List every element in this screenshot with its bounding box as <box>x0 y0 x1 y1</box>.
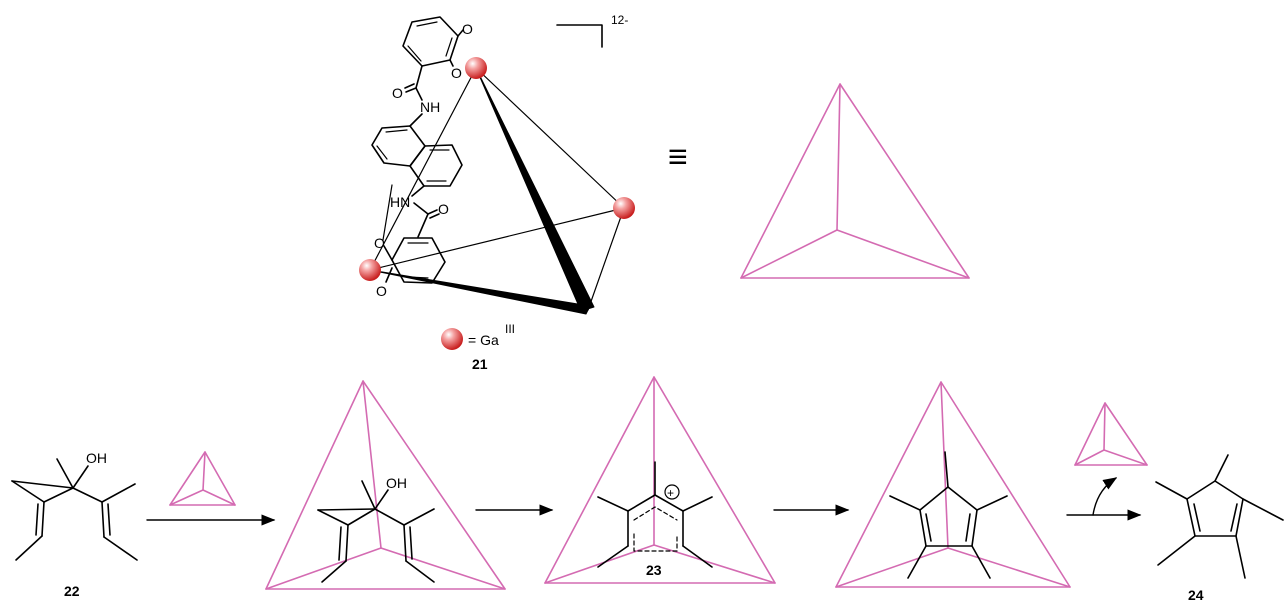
gallium-sphere-left <box>359 259 381 281</box>
oxygen-label-ring: O <box>451 65 462 81</box>
gallium-legend-sphere <box>441 328 463 350</box>
gallium-legend-text: = Ga <box>468 332 499 348</box>
positive-charge-symbol: + <box>667 486 674 500</box>
naphthalene-ring-2 <box>409 144 463 187</box>
catalyst-tetrahedron-small-1 <box>169 451 236 506</box>
compound-label-24: 24 <box>1188 587 1204 603</box>
equivalence-symbol: ≡ <box>668 138 688 176</box>
carbonyl-oxygen-bottom: O <box>438 201 449 217</box>
amide-nh-top: NH <box>420 99 440 115</box>
gallium-oxidation-state: III <box>505 322 515 336</box>
top-aryl-ring <box>402 16 459 67</box>
host-complex: O O O NH HN O O O <box>359 13 635 372</box>
catalyst-tetrahedron-small-2 <box>1074 402 1148 466</box>
oxygen-label-left-2: O <box>376 283 387 299</box>
tetrahedron-schematic <box>740 83 970 279</box>
complex-charge: 12- <box>611 13 628 27</box>
compound-label-22: 22 <box>64 583 80 599</box>
cation-intermediate-23: + 23 <box>544 376 776 584</box>
compound-label-21: 21 <box>472 356 488 372</box>
gallium-sphere-right <box>613 197 635 219</box>
front-edge-wedge-1 <box>475 67 595 312</box>
oxygen-label-top: O <box>462 21 473 37</box>
cyclopentadiene-ring <box>1186 480 1244 537</box>
carbonyl-oxygen-top: O <box>392 85 403 101</box>
catalyst-release-arrow <box>1092 477 1118 516</box>
oxygen-label-left-1: O <box>374 235 385 251</box>
charge-bracket <box>556 24 603 48</box>
substrate-22: OH 22 <box>11 450 138 599</box>
positive-charge-circle <box>664 484 680 500</box>
product-24: 24 <box>1155 454 1284 603</box>
front-edge-wedge-2 <box>369 269 591 315</box>
encapsulated-substrate: OH <box>265 380 506 590</box>
delocalized-cation-path <box>633 533 678 552</box>
hydroxyl-label: OH <box>86 450 107 466</box>
naphthalene-ring-1 <box>371 125 426 167</box>
hydroxyl-label-encapsulated: OH <box>386 475 407 491</box>
compound-label-23: 23 <box>646 562 662 578</box>
gallium-sphere-top <box>465 57 487 79</box>
encapsulated-product <box>835 381 1071 588</box>
amide-nh-bottom: HN <box>390 194 410 210</box>
cyclopentadiene-ring-encapsulated <box>919 486 978 547</box>
